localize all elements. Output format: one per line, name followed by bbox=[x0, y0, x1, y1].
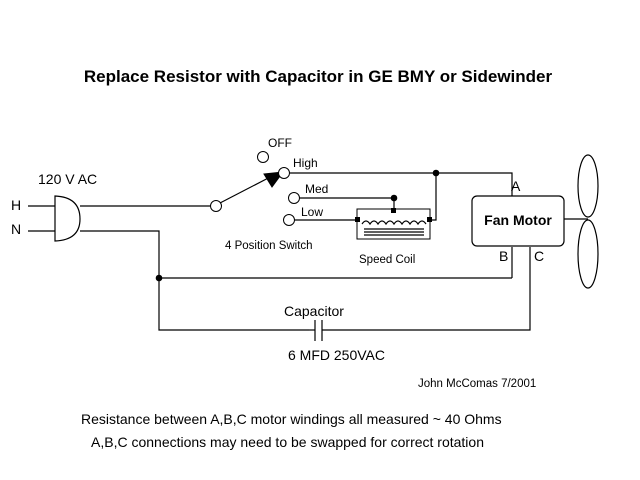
terminal-a-label: A bbox=[511, 178, 521, 194]
coil-end-wire bbox=[430, 173, 437, 221]
four-position-switch: OFF High Med Low 4 Position Switch bbox=[210, 136, 328, 252]
switch-high-label: High bbox=[293, 156, 318, 170]
neutral-junction-dot bbox=[155, 274, 163, 282]
plug-body bbox=[54, 195, 81, 242]
switch-low-terminal bbox=[283, 214, 295, 226]
switch-med-terminal bbox=[288, 192, 300, 204]
capacitor-rating: 6 MFD 250VAC bbox=[288, 347, 385, 363]
coil-low-tap bbox=[355, 217, 360, 222]
med-junction-dot bbox=[390, 194, 398, 202]
switch-off-terminal bbox=[257, 151, 269, 163]
note-rotation: A,B,C connections may need to be swapped… bbox=[91, 434, 484, 450]
author-credit: John McComas 7/2001 bbox=[418, 378, 536, 390]
fan-motor-box bbox=[471, 195, 565, 247]
coil-med-tap bbox=[391, 208, 396, 213]
speed-coil-label: Speed Coil bbox=[359, 254, 415, 266]
high-wire bbox=[290, 172, 513, 196]
switch-med-label: Med bbox=[305, 182, 328, 196]
fan-blade-lower bbox=[577, 219, 599, 289]
voltage-label: 120 V AC bbox=[38, 171, 97, 187]
switch-caption: 4 Position Switch bbox=[225, 240, 313, 252]
wire-to-terminal-c bbox=[322, 247, 531, 331]
capacitor: Capacitor 6 MFD 250VAC bbox=[284, 303, 385, 363]
fan-motor-label: Fan Motor bbox=[484, 212, 552, 228]
switch-arrow-icon bbox=[263, 171, 285, 188]
terminal-c-label: C bbox=[534, 248, 544, 264]
neutral-label: N bbox=[11, 221, 21, 237]
switch-low-label: Low bbox=[301, 205, 323, 219]
plug: 120 V AC H N bbox=[11, 171, 97, 242]
switch-off-label: OFF bbox=[268, 136, 292, 150]
fan-motor: Fan Motor A B C bbox=[471, 154, 599, 289]
hot-label: H bbox=[11, 197, 21, 213]
terminal-b-label: B bbox=[499, 248, 508, 264]
note-resistance: Resistance between A,B,C motor windings … bbox=[81, 411, 502, 427]
diagram-title: Replace Resistor with Capacitor in GE BM… bbox=[84, 67, 553, 86]
fan-blade-upper bbox=[577, 154, 599, 218]
speed-coil: Speed Coil bbox=[355, 208, 432, 266]
switch-high-terminal bbox=[278, 167, 290, 179]
coil-high-tap bbox=[427, 217, 432, 222]
switch-common-terminal bbox=[210, 200, 222, 212]
coil-winding bbox=[361, 220, 427, 226]
capacitor-label: Capacitor bbox=[284, 303, 344, 319]
